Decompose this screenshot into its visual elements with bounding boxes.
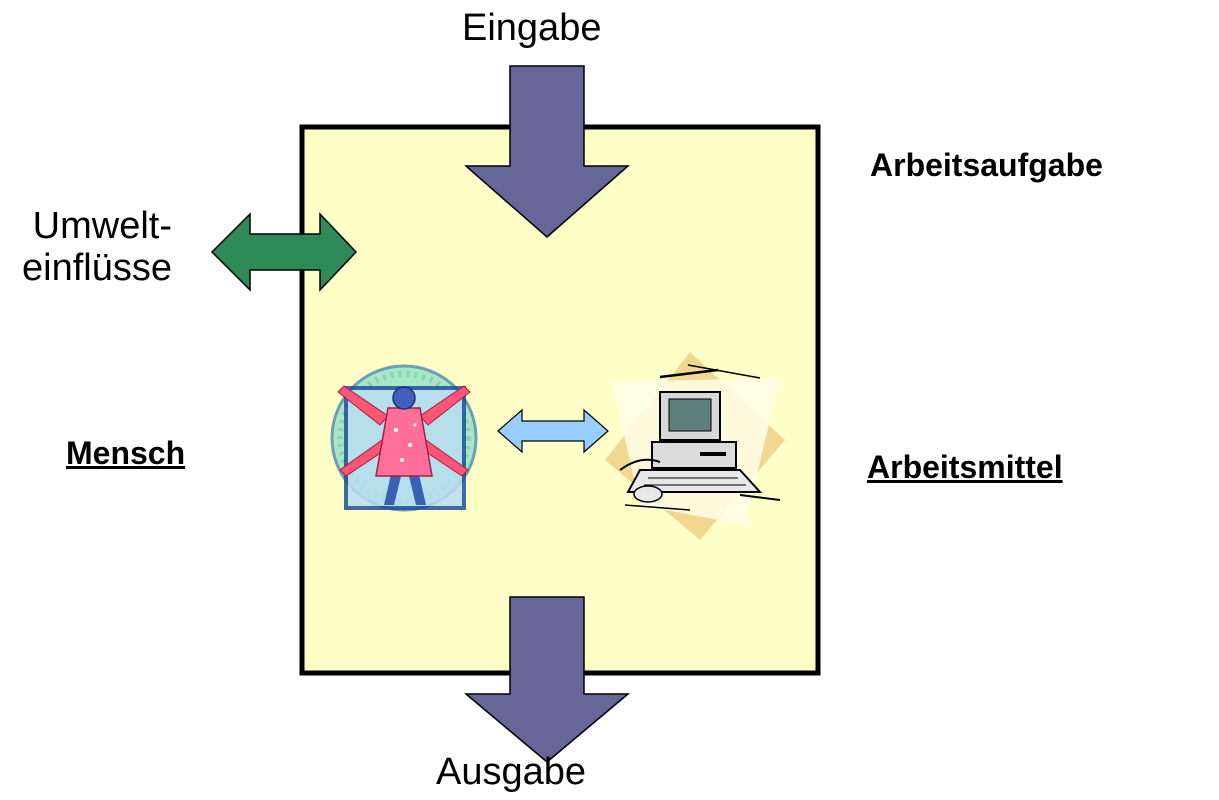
work-equipment-label: Arbeitsmittel <box>867 449 1063 485</box>
work-task-label: Arbeitsaufgabe <box>870 147 1103 183</box>
output-arrow <box>463 596 631 763</box>
environment-label-line1: Umwelt- <box>32 205 172 247</box>
environment-label: Umwelt- einflüsse <box>22 205 172 290</box>
computer-icon <box>605 352 785 540</box>
environment-label-line2: einflüsse <box>22 246 172 289</box>
input-arrow <box>464 65 630 238</box>
human-equipment-arrow <box>497 408 609 454</box>
output-label: Ausgabe <box>436 751 587 793</box>
input-label: Eingabe <box>462 7 602 49</box>
human-icon <box>330 364 478 512</box>
human-label: Mensch <box>66 435 186 471</box>
environment-arrow <box>210 212 358 292</box>
